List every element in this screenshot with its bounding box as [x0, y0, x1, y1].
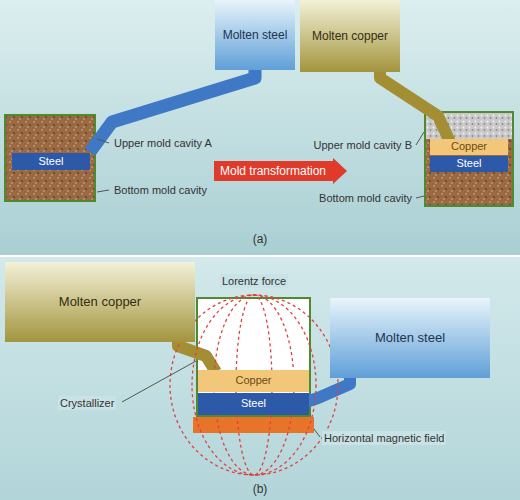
magnet-band: [193, 417, 314, 433]
part-label: Bottom mold cavity: [317, 191, 414, 205]
panel-ground: [0, 0, 520, 256]
node-text: Molten steel: [375, 330, 445, 346]
node-text: Copper: [235, 374, 271, 387]
steel-layer: Steel: [12, 153, 90, 170]
copper-layer: Copper: [198, 370, 309, 392]
part-label: Horizontal magnetic field: [322, 431, 446, 445]
molten-steel-ladle: Molten steel: [330, 298, 490, 378]
part-label: Lorentz force: [220, 274, 288, 288]
molten-steel-ladle: Molten steel: [215, 0, 295, 70]
part-label: Crystallizer: [58, 396, 116, 410]
part-label: Upper mold cavity A: [112, 136, 214, 150]
leader-line: [416, 196, 424, 198]
part-label: Bottom mold cavity: [112, 183, 209, 197]
node-text: Molten copper: [59, 294, 141, 310]
part-label: (b): [251, 482, 270, 496]
copper-layer: Copper: [430, 139, 508, 155]
node-text: Steel: [241, 397, 266, 410]
node-text: Mold transformation: [220, 164, 326, 178]
steel-layer: Steel: [430, 156, 508, 172]
leader-line: [122, 361, 196, 402]
molten-copper-ladle: Molten copper: [5, 262, 195, 342]
leader-line: [97, 139, 109, 143]
copper-pour-stream: [380, 62, 450, 142]
node-text: Steel: [38, 155, 63, 168]
leader-line: [416, 132, 424, 145]
panel-divider: [0, 255, 520, 257]
molten-copper-ladle: Molten copper: [300, 0, 400, 72]
panel-ground: [0, 256, 520, 500]
steel-layer: Steel: [198, 393, 309, 415]
sand-mold: [5, 115, 95, 201]
node-text: Copper: [451, 140, 487, 153]
part-label: Upper mold cavity B: [312, 138, 414, 152]
process-arrow: Mold transformation: [214, 158, 347, 184]
leader-line: [97, 190, 109, 192]
node-text: Molten steel: [223, 28, 288, 42]
steel-pour-stream: [90, 62, 255, 152]
node-text: Molten copper: [312, 29, 388, 43]
node-text: Steel: [456, 157, 481, 170]
part-label: (a): [251, 232, 270, 246]
lorentz-force-loops: [170, 295, 338, 475]
arrow-body: [214, 158, 347, 184]
leader-line: [314, 429, 320, 437]
